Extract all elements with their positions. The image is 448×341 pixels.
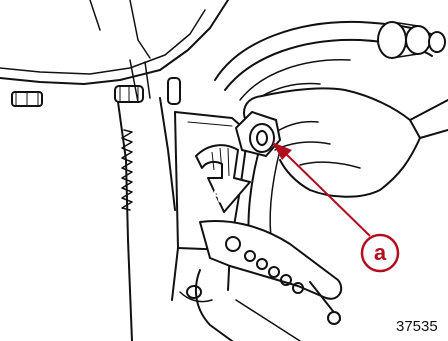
engine-housing (0, 0, 228, 84)
trim-tab-knob (236, 112, 280, 156)
figure-number: 37535 (396, 318, 438, 335)
callout-letter: a (362, 237, 398, 269)
pivot-bolt (378, 22, 445, 58)
trim-tab-plate (200, 221, 341, 324)
shaft-housing (172, 112, 248, 300)
